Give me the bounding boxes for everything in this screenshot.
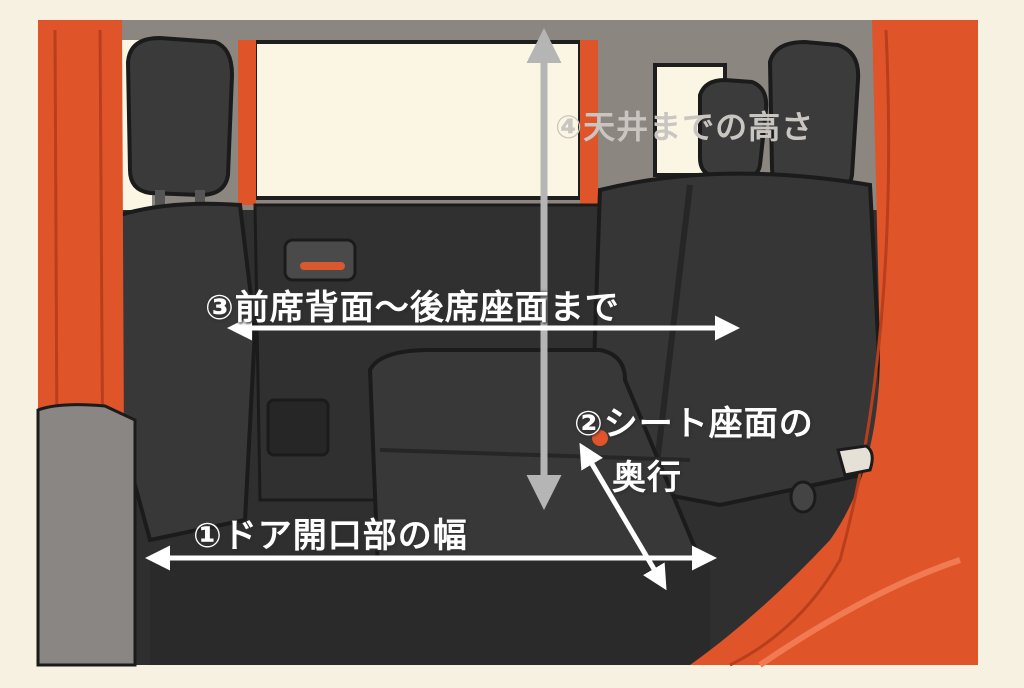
door-pocket — [266, 398, 330, 457]
rear-headrest-left — [698, 77, 769, 181]
open-door-edge — [36, 403, 137, 667]
door-striker-icon — [836, 444, 874, 477]
front-to-rear-label: ③前席背面〜後席座面まで — [205, 288, 620, 328]
ceiling-height-label: ④天井までの高さ — [555, 108, 815, 146]
floor — [150, 560, 710, 665]
front-seatback — [118, 201, 258, 543]
rear-side-window — [253, 40, 582, 200]
front-headrest — [125, 35, 235, 198]
c-pillar-right — [690, 20, 978, 665]
bolt-icon — [789, 480, 817, 514]
door-handle — [283, 238, 357, 282]
seatbelt-buckle — [592, 430, 608, 446]
seat-depth-label-line1: ②シート座面の — [574, 404, 814, 444]
seat-depth-label-line2: 奥行 — [612, 458, 682, 498]
door-width-label: ①ドア開口部の幅 — [193, 516, 468, 556]
